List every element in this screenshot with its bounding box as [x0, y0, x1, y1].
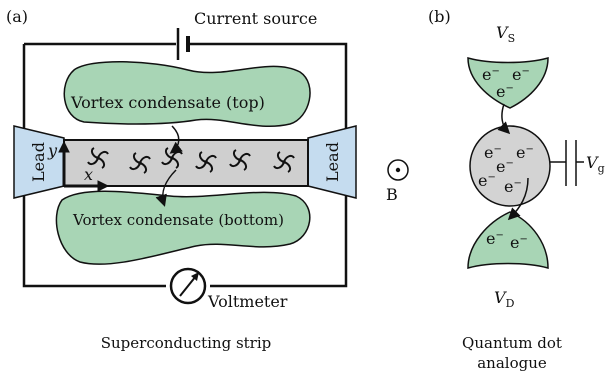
axis-y-label: y	[47, 141, 58, 160]
current-source-label: Current source	[194, 9, 317, 28]
vortex-condensate-bottom	[55, 190, 311, 265]
lead-left-label: Lead	[29, 142, 48, 182]
vd-label: VD	[494, 288, 515, 310]
coordinate-axes	[58, 140, 110, 192]
vortex-exit-arrow	[155, 169, 177, 207]
vortex-bottom-label: Vortex condensate (bottom)	[72, 211, 284, 229]
superconducting-strip	[63, 139, 309, 187]
drain-electron-1: e−	[486, 229, 504, 248]
dot-to-drain-arrow	[507, 177, 529, 221]
dot-electron-4: e−	[478, 171, 496, 190]
vg-label: Vg	[586, 153, 605, 175]
source-electron-2: e−	[512, 65, 530, 84]
dot-electron-2: e−	[516, 143, 534, 162]
lead-right-label: Lead	[323, 142, 342, 182]
vortex-entry-arrow	[169, 125, 183, 154]
dot-electron-1: e−	[484, 143, 502, 162]
drain-reservoir	[467, 211, 549, 269]
battery-icon	[176, 28, 190, 60]
gate-capacitor-icon	[550, 140, 584, 186]
drain-electron-2: e−	[510, 233, 528, 252]
source-to-dot-arrow	[497, 103, 511, 135]
source-electron-3: e−	[496, 82, 514, 101]
vs-label: VS	[496, 23, 515, 45]
caption-quantum-dot-line2: analogue	[477, 354, 547, 372]
voltmeter-icon	[169, 267, 207, 305]
magnetic-field-out-of-page-icon	[387, 159, 409, 181]
vortex-condensate-top	[63, 61, 311, 128]
caption-quantum-dot-line1: Quantum dot	[462, 334, 562, 352]
caption-superconducting-strip: Superconducting strip	[101, 334, 272, 352]
vortex-top-label: Vortex condensate (top)	[70, 93, 265, 112]
field-label: B	[386, 185, 398, 204]
dot-electron-5: e−	[504, 177, 522, 196]
voltmeter-label: Voltmeter	[207, 292, 288, 311]
source-reservoir	[467, 57, 549, 109]
source-electron-1: e−	[482, 65, 500, 84]
panel-b-tag: (b)	[428, 7, 451, 26]
dot-electron-3: e−	[496, 157, 514, 176]
panel-a-tag: (a)	[6, 7, 28, 26]
axis-x-label: x	[84, 165, 93, 184]
